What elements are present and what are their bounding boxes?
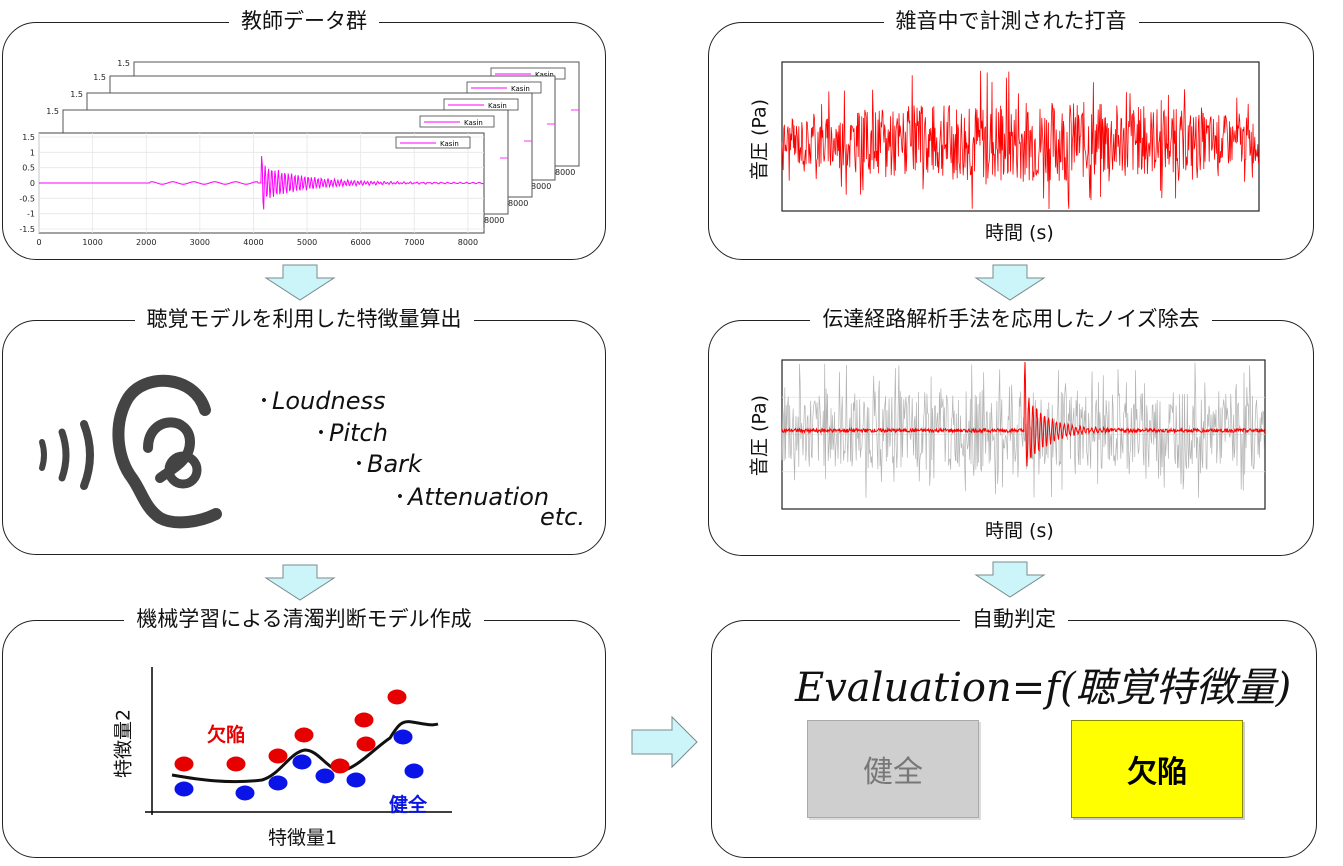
healthy-point bbox=[174, 781, 194, 797]
ml-x-axis-label: 特徴量1 bbox=[268, 827, 338, 849]
defect-point bbox=[294, 727, 314, 743]
stacked-xtick: 8000 bbox=[531, 182, 551, 191]
y-tick-label: 1.5 bbox=[22, 133, 35, 142]
x-tick-label: 1000 bbox=[82, 238, 102, 247]
evaluation-formula: Evaluation=f(聴覚特徴量) bbox=[795, 665, 1292, 711]
healthy-point bbox=[393, 729, 413, 745]
defect-point bbox=[174, 756, 194, 772]
feature-bark: Bark bbox=[353, 444, 422, 479]
features-title: 聴覚モデルを利用した特徴量算出 bbox=[134, 307, 474, 331]
denoised-x-axis-label: 時間 (s) bbox=[985, 520, 1054, 542]
noisy-signal-trace bbox=[781, 70, 1260, 210]
y-tick-label: -0.5 bbox=[19, 194, 35, 203]
stacked-legend-text: Kasin bbox=[535, 71, 554, 79]
feature-loudness: Loudness bbox=[258, 381, 385, 416]
stacked-xtick: 8000 bbox=[555, 168, 575, 177]
measured-signal-title: 雑音中で計測された打音 bbox=[883, 9, 1139, 33]
defect-button[interactable]: 欠陥 bbox=[1071, 720, 1243, 818]
y-tick-label: 1 bbox=[30, 148, 35, 157]
defect-point bbox=[387, 689, 407, 705]
ml-model-title: 機械学習による清濁判断モデル作成 bbox=[124, 607, 484, 631]
y-tick-label: 0.5 bbox=[22, 164, 35, 173]
feature-etc: etc. bbox=[540, 503, 585, 531]
defect-point bbox=[354, 712, 374, 728]
ml-label-healthy: 健全 bbox=[389, 794, 428, 816]
x-tick-label: 4000 bbox=[243, 238, 263, 247]
healthy-point bbox=[268, 775, 288, 791]
stacked-xtick: 8000 bbox=[484, 216, 504, 225]
healthy-point bbox=[235, 785, 255, 801]
x-tick-label: 7000 bbox=[404, 238, 424, 247]
x-tick-label: 0 bbox=[36, 238, 41, 247]
defect-point bbox=[226, 756, 246, 772]
defect-point bbox=[330, 758, 350, 774]
y-tick-label: 0 bbox=[30, 179, 35, 188]
feature-pitch: Pitch bbox=[315, 413, 388, 448]
stacked-ytick: 1.5 bbox=[117, 59, 130, 68]
stacked-xtick: 8000 bbox=[508, 199, 528, 208]
healthy-point bbox=[404, 763, 424, 779]
front-legend-text: Kasin bbox=[440, 140, 459, 148]
auto-judge-title: 自動判定 bbox=[960, 607, 1068, 631]
denoise-title: 伝達経路解析手法を応用したノイズ除去 bbox=[810, 307, 1212, 331]
measured-x-axis-label: 時間 (s) bbox=[985, 222, 1054, 244]
feature-attenuation: Attenuation bbox=[394, 477, 549, 512]
healthy-button[interactable]: 健全 bbox=[807, 720, 979, 818]
healthy-point bbox=[292, 754, 312, 770]
defect-point bbox=[268, 748, 288, 764]
stacked-ytick: 1.5 bbox=[93, 73, 106, 82]
stacked-ytick: 1.5 bbox=[46, 107, 59, 116]
waveform-trace bbox=[39, 155, 484, 210]
stacked-ytick: 1.5 bbox=[70, 90, 83, 99]
features-panel: 聴覚モデルを利用した特徴量算出 bbox=[2, 307, 606, 555]
ml-label-defect: 欠陥 bbox=[207, 724, 246, 746]
y-tick-label: -1.5 bbox=[19, 225, 35, 234]
stacked-legend-text: Kasin bbox=[464, 119, 483, 127]
healthy-point bbox=[315, 768, 335, 784]
stacked-legend-text: Kasin bbox=[511, 85, 530, 93]
x-tick-label: 2000 bbox=[136, 238, 156, 247]
healthy-point bbox=[346, 772, 366, 788]
denoised-signal-trace bbox=[781, 361, 1266, 467]
stacked-legend-text: Kasin bbox=[488, 102, 507, 110]
noise-trace bbox=[781, 362, 1265, 498]
x-tick-label: 8000 bbox=[458, 238, 478, 247]
x-tick-label: 3000 bbox=[190, 238, 210, 247]
y-tick-label: -1 bbox=[27, 210, 35, 219]
defect-point bbox=[356, 736, 376, 752]
x-tick-label: 5000 bbox=[297, 238, 317, 247]
training-data-title: 教師データ群 bbox=[229, 9, 379, 33]
x-tick-label: 6000 bbox=[351, 238, 371, 247]
